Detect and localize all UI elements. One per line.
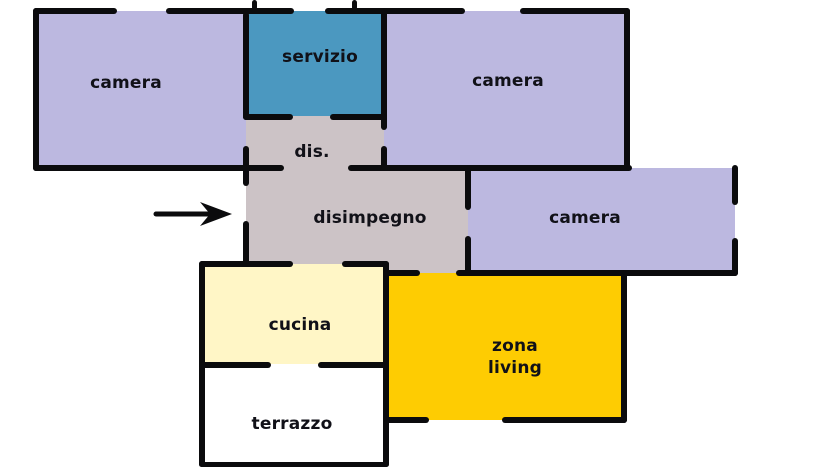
room-label: camera: [549, 208, 621, 228]
wall: [318, 362, 389, 368]
wall: [520, 8, 630, 14]
wall: [381, 8, 387, 130]
wall: [732, 238, 738, 276]
wall: [33, 8, 117, 14]
wall: [465, 236, 471, 276]
wall: [502, 417, 627, 423]
wall: [33, 8, 39, 171]
wall: [624, 8, 630, 168]
room-label: servizio: [282, 47, 358, 67]
wall: [252, 0, 257, 10]
room-label-line: living: [487, 358, 543, 378]
room-disimpegno: [246, 166, 468, 273]
wall: [243, 12, 249, 120]
wall: [348, 165, 632, 171]
room-label: cucina: [268, 315, 332, 335]
room-label: camera: [472, 71, 544, 91]
wall: [199, 261, 293, 267]
wall: [243, 221, 249, 267]
right-arrow-icon: [153, 202, 232, 226]
wall: [243, 165, 283, 171]
wall: [352, 0, 357, 10]
room-camera-mid: [468, 168, 735, 273]
room-label: disimpegno: [313, 208, 427, 228]
wall: [166, 8, 294, 14]
wall: [620, 270, 738, 276]
wall: [381, 146, 387, 168]
wall: [243, 114, 293, 120]
room-label: dis.: [294, 142, 330, 162]
room-camera-left: [36, 11, 246, 168]
wall: [384, 270, 420, 276]
room-dis: [246, 116, 384, 168]
room-label: terrazzo: [251, 414, 333, 434]
wall: [456, 270, 626, 276]
wall: [465, 168, 471, 210]
wall: [199, 462, 389, 467]
room-zona-living: [386, 273, 624, 420]
wall: [732, 165, 738, 205]
wall: [342, 261, 389, 267]
room-label-line: zona: [492, 336, 538, 356]
wall: [330, 114, 387, 120]
wall: [199, 362, 271, 368]
room-servizio: [246, 11, 384, 116]
room-label: camera: [90, 73, 162, 93]
room-camera-right: [384, 11, 627, 166]
wall: [384, 417, 429, 423]
wall: [621, 273, 627, 423]
room-terrazzo: [202, 364, 388, 467]
room-cucina: [202, 264, 386, 364]
wall: [33, 165, 284, 171]
wall: [325, 8, 465, 14]
